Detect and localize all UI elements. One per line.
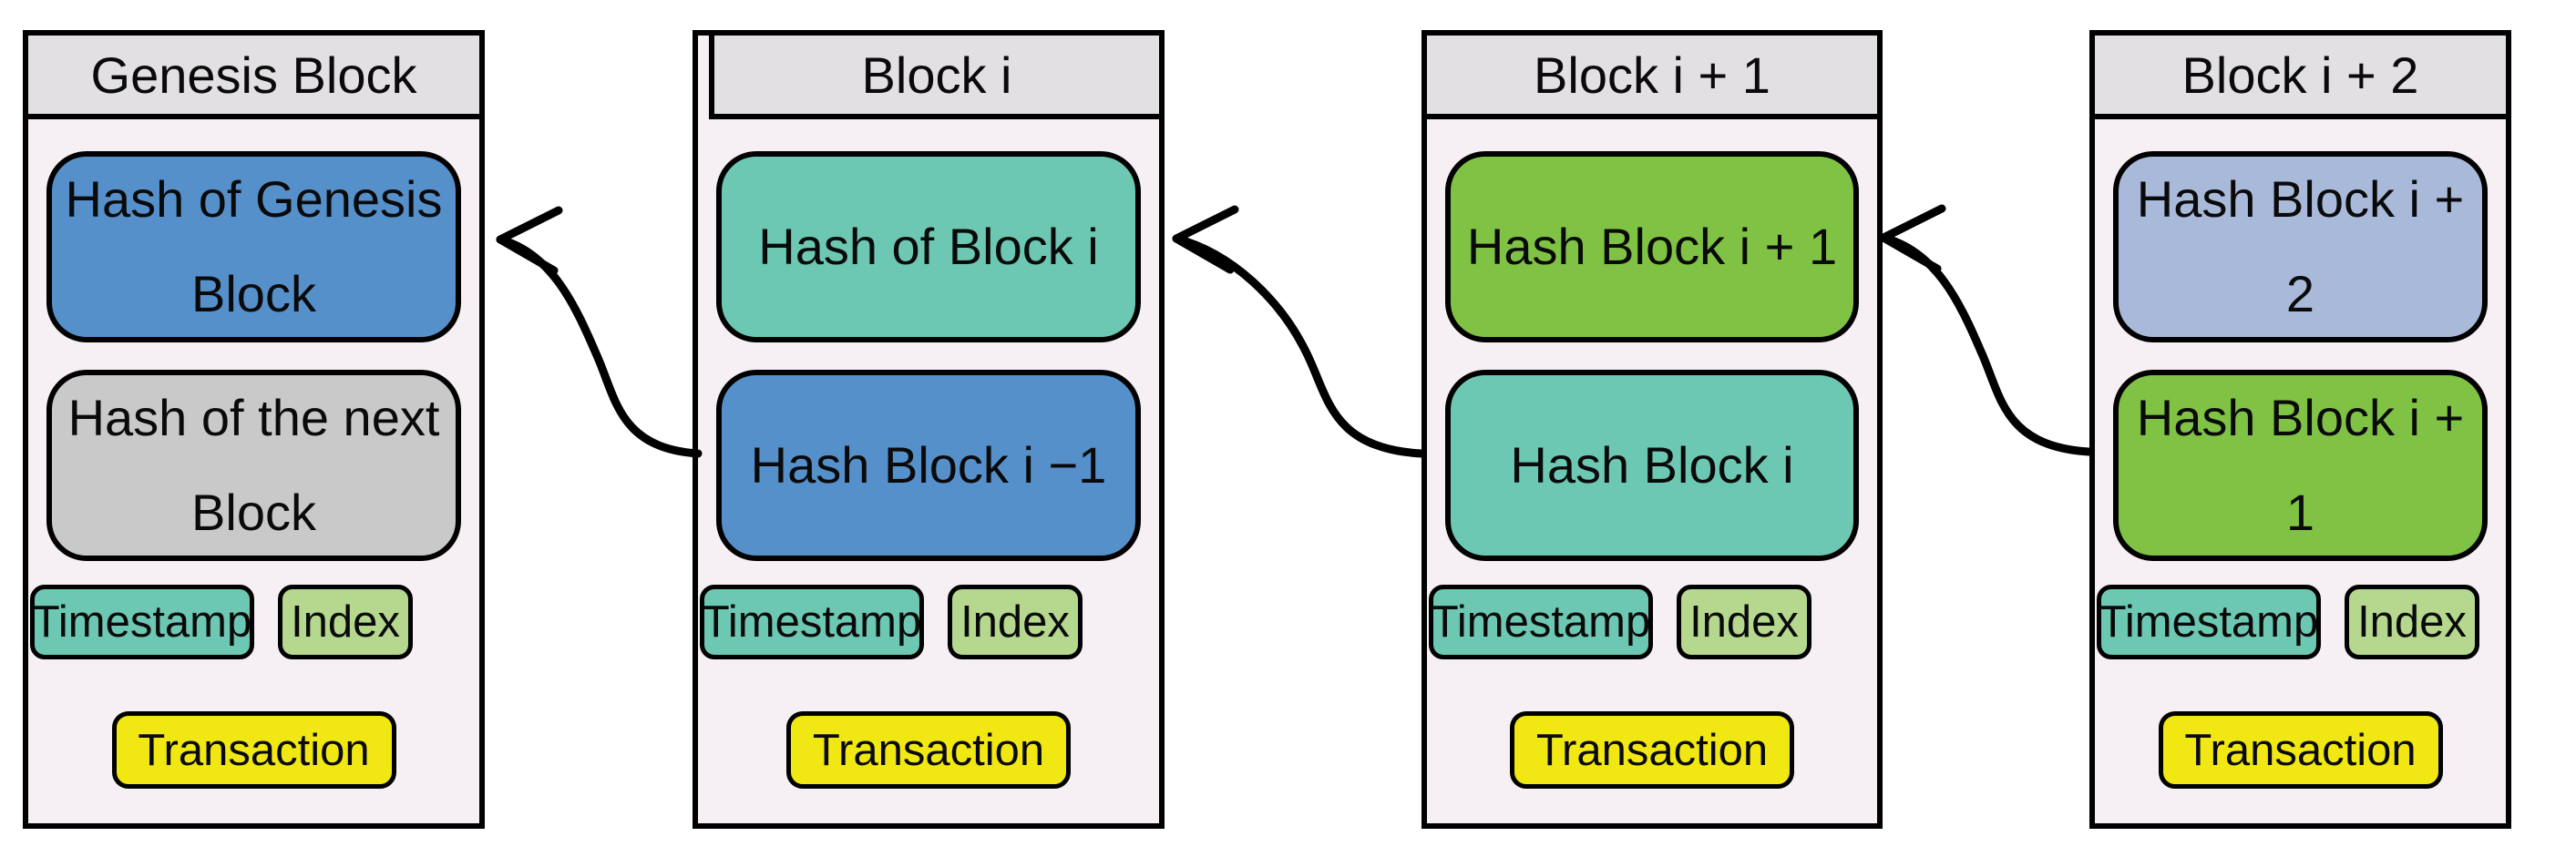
block-title-bar: Genesis Block xyxy=(28,36,479,119)
index-chip: Index xyxy=(2345,585,2479,659)
arrow-curve xyxy=(1172,234,1426,458)
block-i-plus-2: Block i + 2 Hash Block i + 2 Hash Block … xyxy=(2089,30,2511,829)
arrow-curve xyxy=(496,235,703,458)
hash-box-current: Hash Block i + 2 xyxy=(2113,151,2488,342)
arrowhead-icon xyxy=(1172,205,1239,274)
transaction-chip: Transaction xyxy=(786,711,1071,789)
index-chip: Index xyxy=(278,585,413,659)
block-title-bar: Block i + 2 xyxy=(2095,36,2506,119)
block-title-bar: Block i xyxy=(709,36,1159,119)
block-body: Hash Block i + 2 Hash Block i + 1 Timest… xyxy=(2095,119,2506,823)
arrowhead-icon xyxy=(496,206,563,275)
block-body: Hash Block i + 1 Hash Block i Timestamp … xyxy=(1427,119,1877,823)
arrow-block-i1-to-block-i xyxy=(1172,205,1426,458)
index-chip: Index xyxy=(948,585,1083,659)
hash-box-current: Hash Block i + 1 xyxy=(1445,151,1859,342)
hash-box-linked: Hash Block i −1 xyxy=(716,370,1141,561)
hash-box-current: Hash of Genesis Block xyxy=(46,151,461,342)
block-title: Block i xyxy=(861,46,1012,104)
block-title-bar: Block i + 1 xyxy=(1427,36,1877,119)
block-title: Genesis Block xyxy=(90,46,417,104)
block-title: Block i + 2 xyxy=(2181,46,2419,104)
arrow-block-i2-to-block-i1 xyxy=(1879,204,2093,456)
block-i-plus-1: Block i + 1 Hash Block i + 1 Hash Block … xyxy=(1421,30,1883,829)
block-i: Block i Hash of Block i Hash Block i −1 … xyxy=(693,30,1165,829)
timestamp-chip: Timestamp xyxy=(30,585,254,659)
timestamp-chip: Timestamp xyxy=(1429,585,1653,659)
hash-box-linked: Hash of the next Block xyxy=(46,370,461,561)
timestamp-chip: Timestamp xyxy=(700,585,924,659)
hash-box-linked: Hash Block i xyxy=(1445,370,1859,561)
transaction-chip: Transaction xyxy=(2158,711,2443,789)
hash-box-linked: Hash Block i + 1 xyxy=(2113,370,2488,561)
block-body: Hash of Block i Hash Block i −1 Timestam… xyxy=(698,119,1159,823)
arrowhead-icon xyxy=(1879,204,1946,273)
hash-box-current: Hash of Block i xyxy=(716,151,1141,342)
arrow-curve xyxy=(1879,233,2093,456)
block-genesis: Genesis Block Hash of Genesis Block Hash… xyxy=(23,30,485,829)
block-title: Block i + 1 xyxy=(1534,46,1770,104)
index-chip: Index xyxy=(1677,585,1811,659)
arrow-block-i-to-genesis xyxy=(496,206,703,458)
transaction-chip: Transaction xyxy=(111,711,396,789)
timestamp-chip: Timestamp xyxy=(2097,585,2321,659)
transaction-chip: Transaction xyxy=(1510,711,1794,789)
block-body: Hash of Genesis Block Hash of the next B… xyxy=(28,119,479,823)
